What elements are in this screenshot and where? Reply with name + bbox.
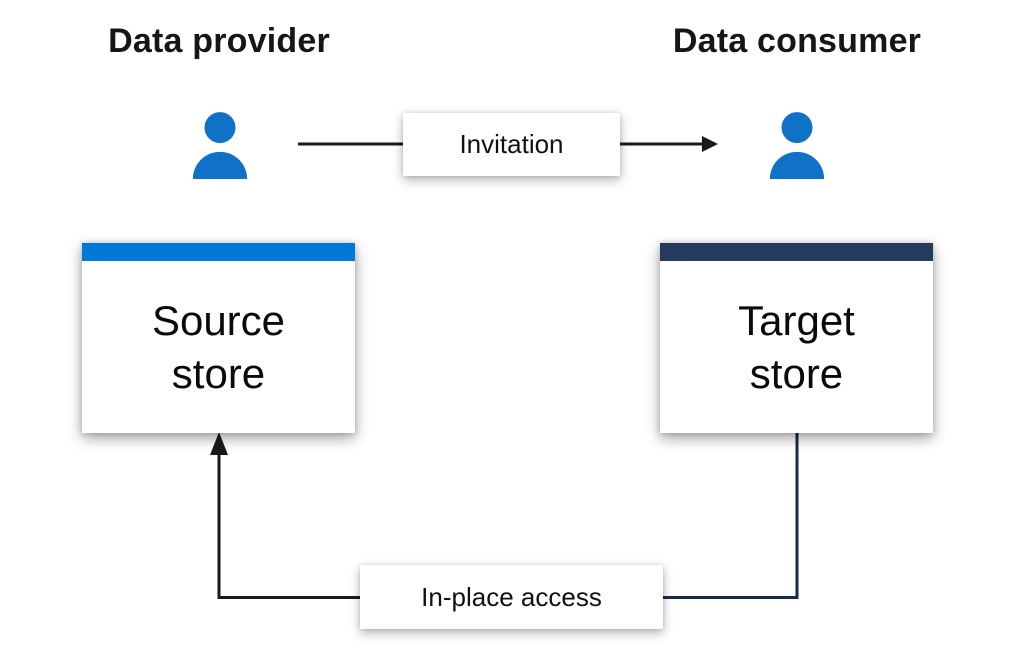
data-provider-person-icon — [192, 112, 248, 179]
data-consumer-title: Data consumer — [672, 22, 922, 60]
data-provider-title: Data provider — [108, 22, 330, 60]
target-store-header-bar — [660, 243, 933, 261]
in-place-arrowhead-icon — [210, 432, 228, 455]
person-body — [192, 151, 248, 179]
source-store-label: Source store — [151, 297, 286, 397]
person-head — [781, 112, 813, 144]
invitation-label-box: Invitation — [403, 113, 620, 176]
data-consumer-person-icon — [769, 112, 825, 179]
target-store-label: Target store — [738, 297, 855, 397]
target-store-box: Target store — [660, 243, 933, 433]
in-place-access-label: In-place access — [421, 581, 602, 612]
invitation-label: Invitation — [459, 129, 564, 159]
person-head — [204, 112, 236, 144]
person-body — [769, 151, 825, 179]
in-place-access-label-box: In-place access — [360, 565, 663, 629]
invitation-arrowhead-icon — [702, 136, 718, 152]
source-store-header-bar — [82, 243, 355, 261]
source-store-box: Source store — [82, 243, 355, 433]
